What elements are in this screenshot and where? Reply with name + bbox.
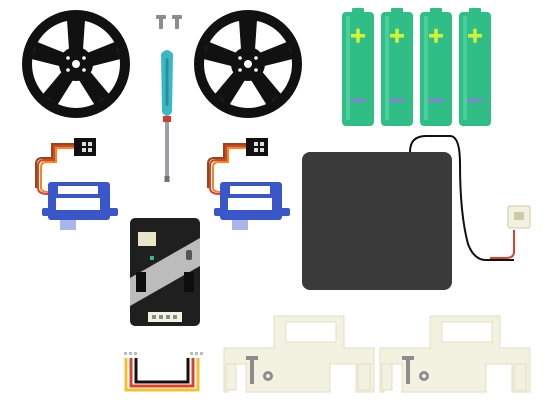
wheel-left: [20, 8, 132, 120]
bracket-icon: [223, 315, 375, 393]
battery-holder: [300, 134, 540, 294]
battery-icon: [420, 8, 452, 126]
screwdriver: [156, 48, 178, 184]
screwdriver-icon: [161, 50, 173, 182]
aa-batteries: [338, 8, 498, 130]
battery-icon: [381, 8, 413, 126]
battery-icon: [459, 8, 491, 126]
servo-left: [34, 136, 120, 236]
wire-icon: [124, 352, 203, 392]
wheel-right: [192, 8, 304, 120]
controller-board: [130, 218, 202, 328]
bracket-icon: [379, 315, 531, 393]
mount-bracket-right: [379, 312, 540, 394]
mount-bracket-left: [223, 312, 384, 394]
battery-icon: [342, 8, 374, 126]
wheel-icon: [194, 10, 302, 118]
board-icon: [130, 218, 200, 326]
servo-right: [206, 136, 292, 236]
screw-icon: [156, 15, 182, 29]
wheel-icon: [22, 10, 130, 118]
battery-case-icon: [302, 135, 531, 290]
jumper-wires: [120, 350, 212, 396]
screws: [155, 14, 185, 32]
servo-icon: [35, 138, 118, 230]
servo-icon: [207, 138, 290, 230]
